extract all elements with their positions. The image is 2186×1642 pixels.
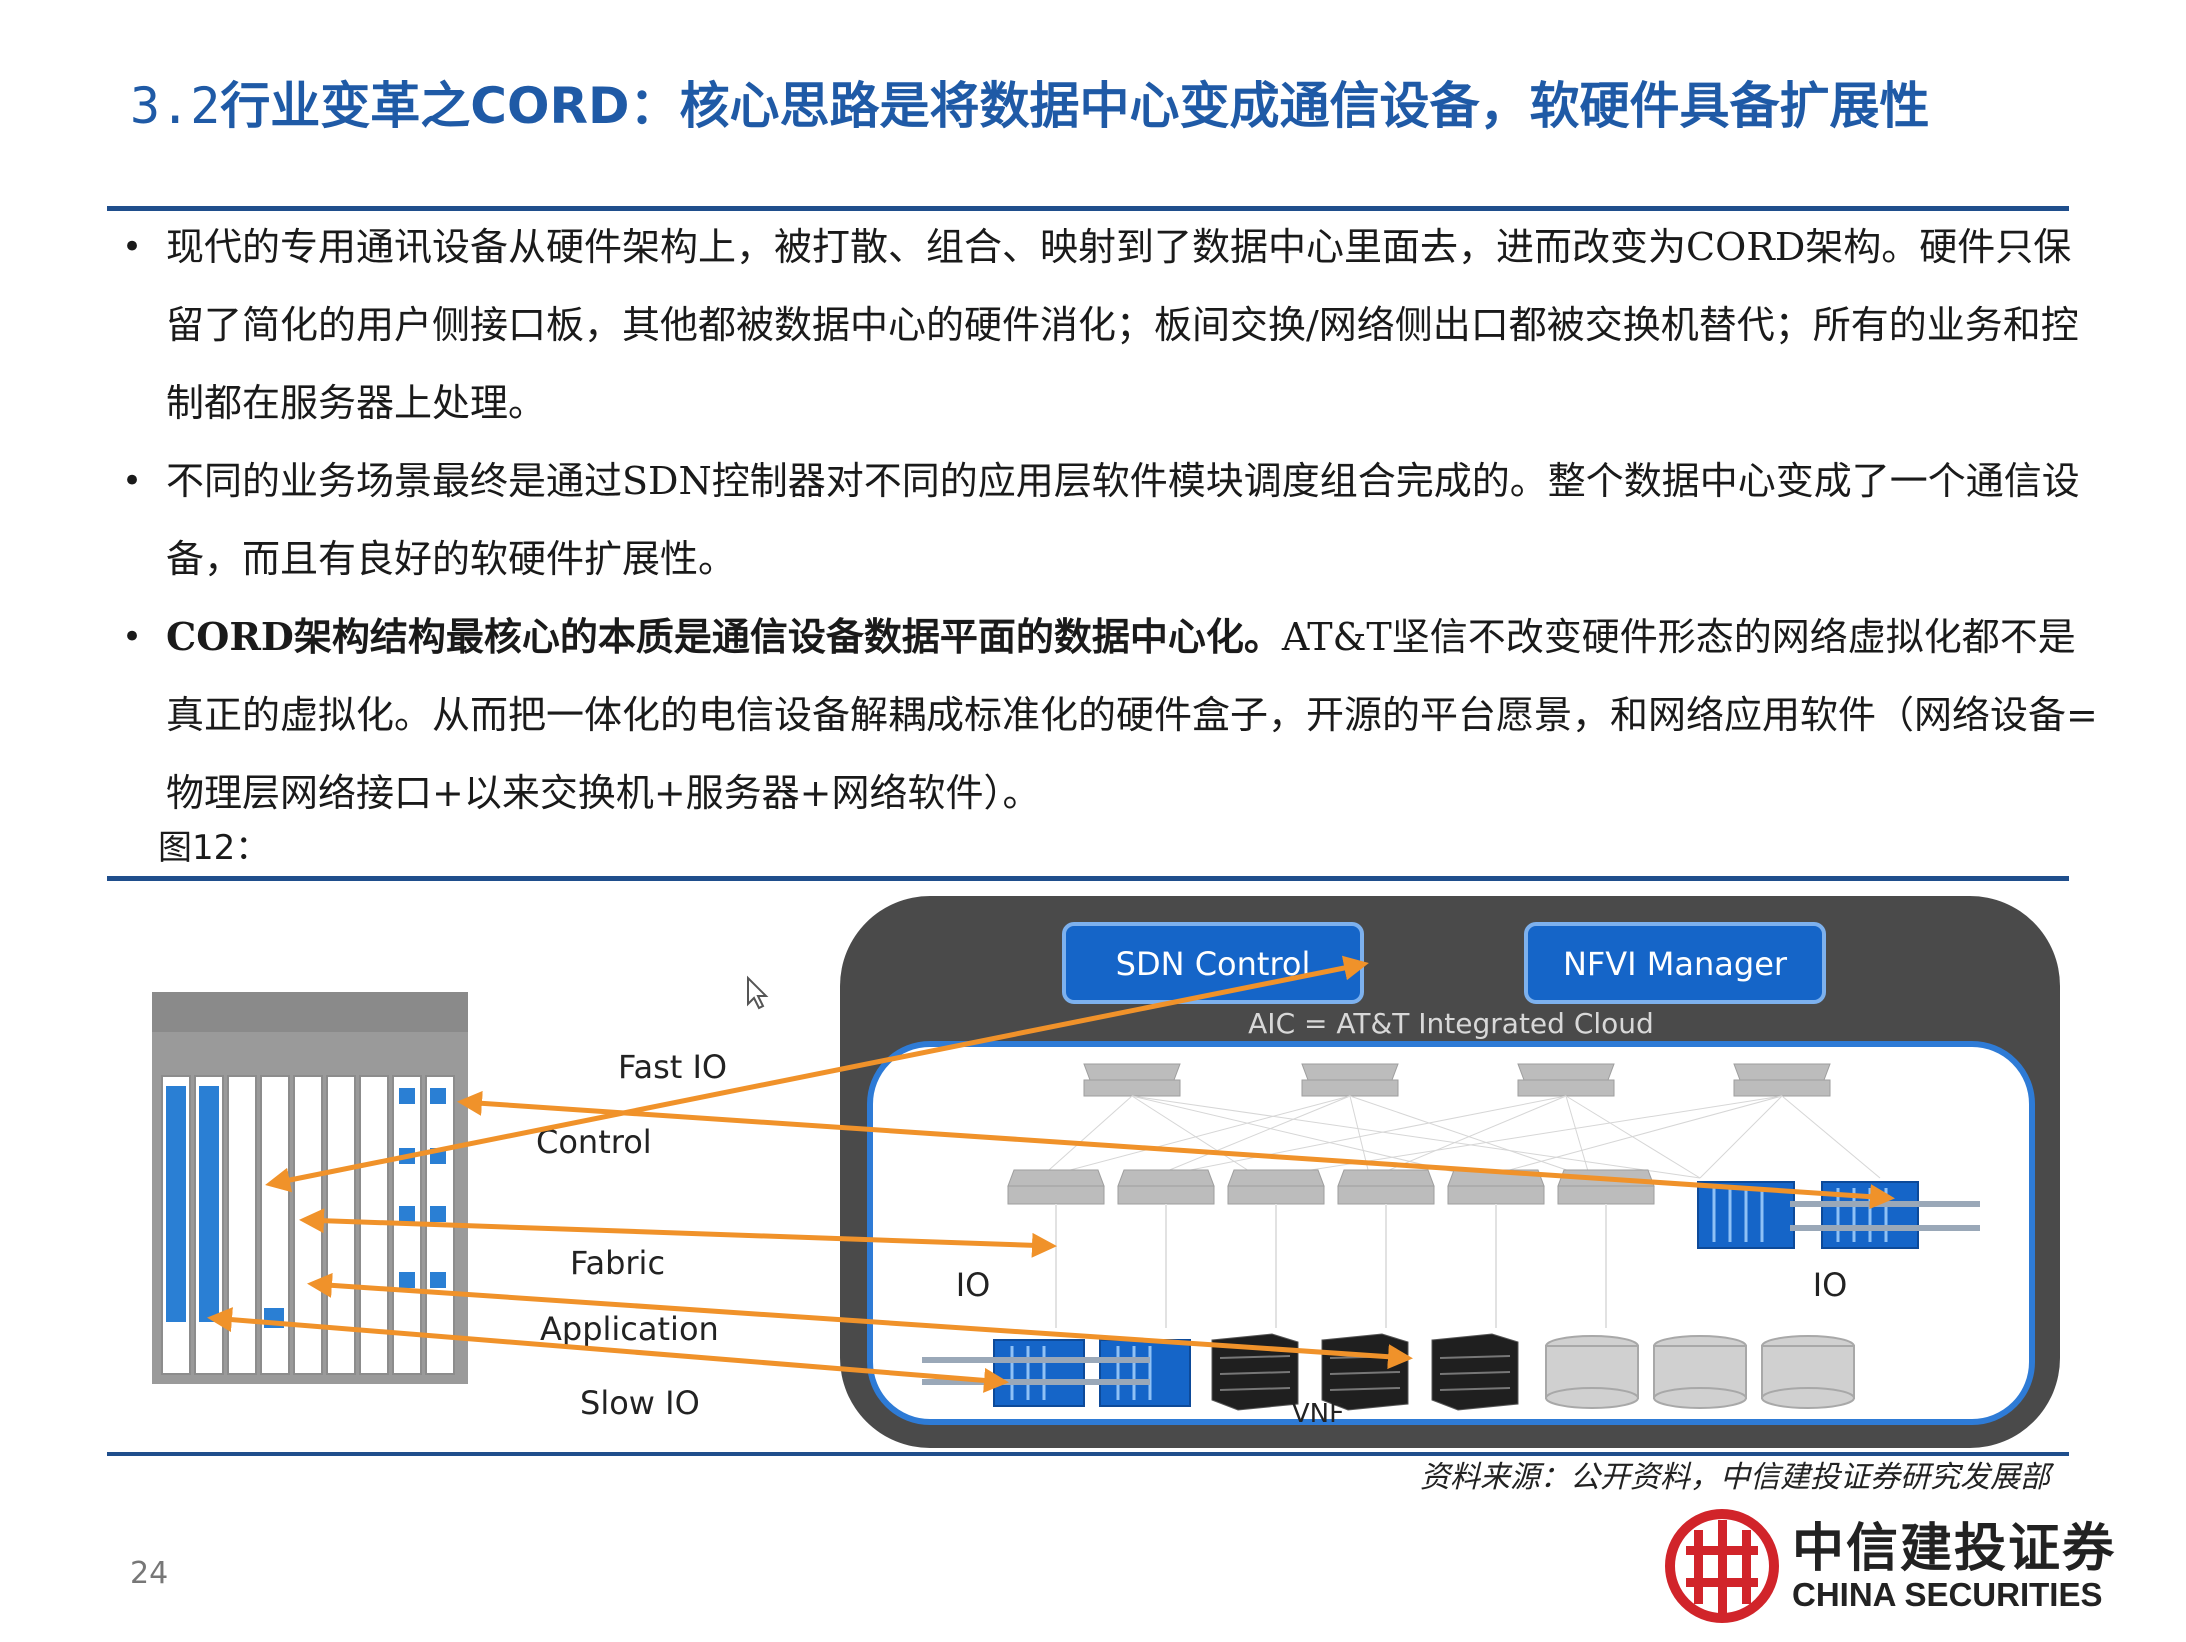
io-left-label: IO — [956, 1266, 991, 1304]
bullet-item: CORD架构结构最核心的本质是通信设备数据平面的数据中心化。AT&T坚信不改变硬… — [120, 598, 2100, 832]
figure-bottom-rule — [107, 1452, 2069, 1456]
aic-label: AIC = AT&T Integrated Cloud — [1248, 1007, 1654, 1040]
nfvi-manager-label: NFVI Manager — [1563, 945, 1788, 983]
control-arrow — [265, 955, 1369, 1193]
flow-arrows — [207, 955, 1895, 1393]
china-securities-logo: 中信建投证券 CHINA SECURITIES — [1664, 1506, 2124, 1626]
bullet-text: 不同的业务场景最终是通过SDN控制器对不同的应用层软件模块调度组合完成的。整个数… — [166, 459, 2080, 581]
figure-label: 图12： — [158, 828, 270, 868]
fast-io-label: Fast IO — [618, 1048, 727, 1086]
bullet-text: AT&T坚信不改变硬件形态的网络虚拟化都不是真正的虚拟化。从而把一体化的电信设备… — [166, 615, 2098, 815]
application-label: Application — [540, 1310, 719, 1348]
logo-text-en: CHINA SECURITIES — [1792, 1576, 2103, 1613]
nfvi-manager-box — [1524, 922, 1826, 1004]
vnf-label: VNF — [1292, 1399, 1344, 1429]
storage-disks — [1545, 1335, 1855, 1409]
slow-io-label: Slow IO — [580, 1384, 700, 1422]
fast-io-arrow — [457, 1090, 1895, 1210]
figure-top-rule — [107, 876, 2069, 881]
page-number: 24 — [130, 1556, 169, 1591]
bullet-bold-text: CORD架构结构最核心的本质是通信设备数据平面的数据中心化。 — [166, 614, 1282, 659]
fabric-label: Fabric — [570, 1244, 665, 1282]
fabric-arrow — [299, 1208, 1057, 1258]
cord-diagram: SDN Control NFVI Manager AIC = AT&T Inte… — [152, 896, 2060, 1448]
title-number: 3.2 — [130, 77, 221, 135]
bullet-text: 现代的专用通讯设备从硬件架构上，被打散、组合、映射到了数据中心里面去，进而改变为… — [166, 225, 2079, 425]
logo-text-cn: 中信建投证券 — [1792, 1519, 2117, 1579]
mouse-cursor-icon — [747, 975, 769, 1010]
sdn-control-label: SDN Control — [1116, 945, 1311, 983]
title-text: 行业变革之CORD：核心思路是将数据中心变成通信设备，软硬件具备扩展性 — [220, 77, 1930, 135]
source-note: 资料来源：公开资料，中信建投证券研究发展部 — [1420, 1460, 2050, 1495]
io-right-label: IO — [1813, 1266, 1848, 1304]
page-title: 3.2行业变革之CORD：核心思路是将数据中心变成通信设备，软硬件具备扩展性 — [130, 68, 2090, 144]
china-securities-logo-icon — [1665, 1509, 1779, 1623]
bullet-list: 现代的专用通讯设备从硬件架构上，被打散、组合、映射到了数据中心里面去，进而改变为… — [120, 208, 2100, 832]
slow-io-arrow — [207, 1307, 1009, 1393]
bullet-item: 不同的业务场景最终是通过SDN控制器对不同的应用层软件模块调度组合完成的。整个数… — [120, 442, 2100, 598]
bullet-item: 现代的专用通讯设备从硬件架构上，被打散、组合、映射到了数据中心里面去，进而改变为… — [120, 208, 2100, 442]
